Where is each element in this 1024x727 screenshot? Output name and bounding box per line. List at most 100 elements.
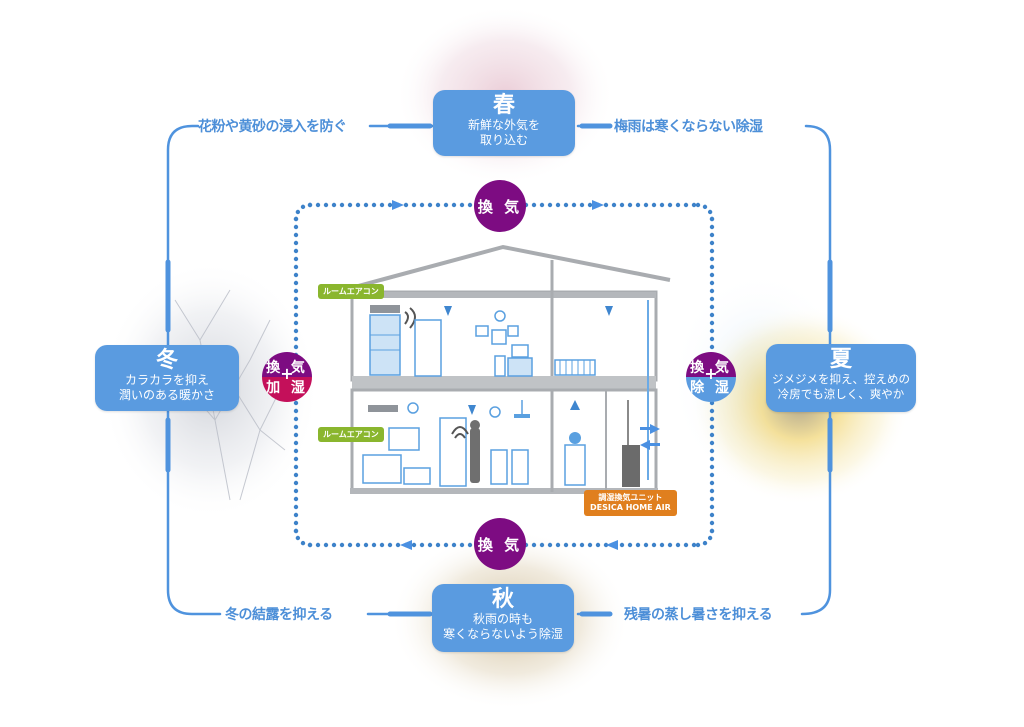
loop-dot [707,535,713,541]
loop-dot [467,202,473,208]
combo-bottom-humidify: 加 湿 [262,377,312,402]
spring-desc-line2: 取り込む [479,133,528,147]
loop-dot [293,408,299,414]
loop-dot [293,496,299,502]
loop-dot [539,542,545,548]
loop-dot [355,542,361,548]
loop-dot [611,202,617,208]
loop-dot [709,456,715,462]
loop-dot [709,216,715,222]
autumn-desc-line1: 秋雨の時も [472,612,533,626]
loop-dot [651,202,657,208]
loop-dot [709,224,715,230]
loop-dot [443,202,449,208]
loop-dot [709,472,715,478]
loop-dot [293,344,299,350]
loop-dot [709,448,715,454]
loop-dot [579,542,585,548]
desica-unit-tag: 調湿換気ユニット DESICA HOME AIR [584,490,677,516]
loop-dot [563,202,569,208]
loop-dot [635,202,641,208]
loop-dot [435,542,441,548]
loop-dot [293,520,299,526]
ventilation-flow-arrows [392,200,618,550]
transition-summer-to-autumn: 残暑の蒸し暑さを抑える [624,607,773,623]
loop-dot [683,542,689,548]
loop-dot [427,542,433,548]
transition-spring-to-summer: 梅雨は寒くならない除湿 [614,119,763,135]
loop-dot [411,202,417,208]
loop-dot [293,232,299,238]
combo-top-ventilation: 換 気 [262,352,312,377]
loop-dot [619,542,625,548]
loop-dot [293,512,299,518]
loop-dot [709,344,715,350]
loop-dot [293,288,299,294]
loop-dot [709,480,715,486]
loop-dot [443,542,449,548]
loop-dot [659,202,665,208]
loop-dot [435,202,441,208]
loop-dot [293,480,299,486]
loop-dot [709,256,715,262]
autumn-kanji: 秋 [491,587,514,612]
loop-dot [547,202,553,208]
desica-unit-illustration [622,445,640,487]
loop-dot [347,542,353,548]
loop-dot [347,202,353,208]
loop-dot [709,288,715,294]
winter-tree-branches [149,289,291,501]
loop-dot [331,202,337,208]
loop-dot [691,202,697,208]
loop-dot [293,448,299,454]
loop-dot [293,264,299,270]
loop-dot [459,202,465,208]
loop-dot [293,280,299,286]
spring-kanji: 春 [492,93,515,118]
loop-dot [459,542,465,548]
loop-dot [709,520,715,526]
loop-dot [363,542,369,548]
loop-dot [571,202,577,208]
loop-dot [293,464,299,470]
loop-dot [571,542,577,548]
loop-dot [295,535,301,541]
loop-dot [293,216,299,222]
loop-dot [419,542,425,548]
loop-dot [691,542,697,548]
summer-desc-line1: ジメジメを抑え、控えめの [772,372,910,386]
unit-name-jp: 調湿換気ユニット [598,493,663,502]
house-roof [335,244,671,294]
ventilation-badge-top: 換 気 [474,180,526,232]
summer-desc-line2: 冷房でも涼しく、爽やか [777,387,905,401]
room-aircon-tag-upper: ルームエアコン [318,284,384,299]
arrow-right-icon [592,200,604,210]
loop-dot [709,504,715,510]
loop-dot [651,542,657,548]
person-silhouette [470,428,480,483]
loop-dot [643,202,649,208]
loop-dot [627,202,633,208]
loop-dot [709,312,715,318]
loop-dot [293,416,299,422]
loop-dot [315,542,321,548]
exhaust-arrow-icon [650,424,660,434]
ventilation-humidify-badge: 換 気 加 湿 + [262,352,312,402]
loop-dot [683,202,689,208]
loop-dot [709,464,715,470]
loop-dot [709,296,715,302]
loop-dot [293,488,299,494]
loop-dot [709,440,715,446]
winter-desc-line2: 潤いのある暖かさ [118,388,215,402]
season-box-summer: 夏 ジメジメを抑え、控えめの 冷房でも涼しく、爽やか [766,344,916,412]
loop-dot [547,542,553,548]
loop-dot [709,488,715,494]
loop-dot [293,312,299,318]
loop-dot [339,542,345,548]
loop-dot [355,202,361,208]
loop-dot [451,542,457,548]
loop-dot [709,272,715,278]
loop-dot [295,209,301,215]
loop-dot [667,542,673,548]
loop-dot [451,202,457,208]
